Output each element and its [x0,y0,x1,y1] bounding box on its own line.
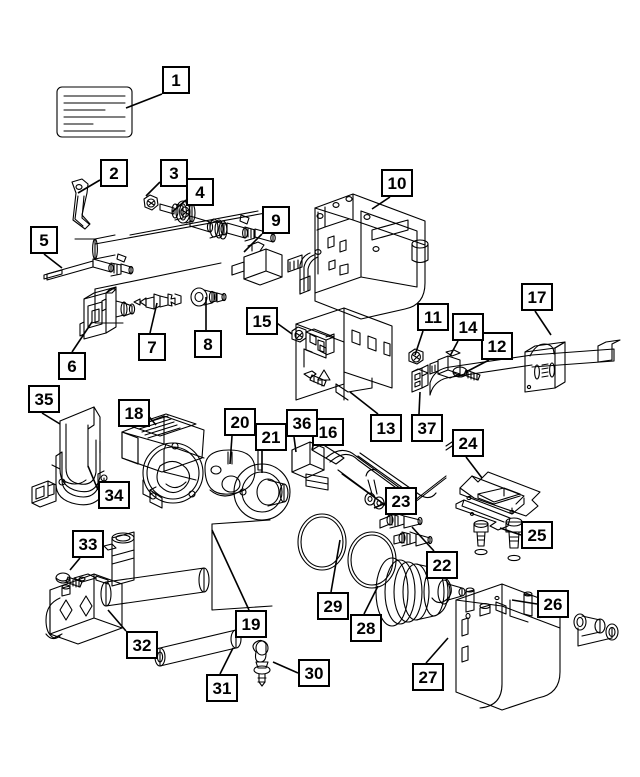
part-8-check-valve [190,287,227,307]
callout-17-air-intake-resonator[interactable]: 17 [521,283,553,311]
callout-3-nut[interactable]: 3 [160,159,188,187]
part-30-push-pin [252,639,271,687]
column-bracket-outline [94,262,222,324]
part-27-lower-case [455,583,561,711]
callout-33-screw-fastener[interactable]: 33 [72,530,104,558]
callout-30-push-pin-retainer[interactable]: 30 [298,659,330,687]
part-5-cable [43,269,63,280]
part-15-nut [291,326,307,343]
callout-20-blower-motor-cover-plate[interactable]: 20 [224,408,256,436]
shaft-main-tube [189,214,276,243]
callout-4-shaft-coupling[interactable]: 4 [186,178,214,206]
part-25-strap [455,499,511,531]
callout-10-heater-hvac-housing-module[interactable]: 10 [381,169,413,197]
callout-24-top-cover-plate[interactable]: 24 [452,429,484,457]
callout-32-heater-core-housing[interactable]: 32 [126,631,158,659]
callout-14-vacuum-actuator-clip[interactable]: 14 [452,313,484,341]
callout-2-mounting-bracket[interactable]: 2 [100,159,128,187]
callout-15-nut-fastener[interactable]: 15 [246,307,278,335]
part-13-support-bracket [295,307,393,401]
callout-31-drain-tube[interactable]: 31 [206,674,238,702]
callout-18-blower-motor-and-wheel[interactable]: 18 [118,399,150,427]
callout-29-o-ring-seal[interactable]: 29 [317,592,349,620]
callout-26-seal-grommet-set[interactable]: 26 [537,590,569,618]
part-14-actuator-clip [429,349,461,379]
part-24-cover-plate [459,471,541,517]
part-37-hose-clip [411,364,429,393]
callout-7-vacuum-fitting[interactable]: 7 [138,333,166,361]
callout-34-blower-motor-strap[interactable]: 34 [98,481,130,509]
callout-12-screw[interactable]: 12 [481,332,513,360]
callout-28-flexible-bellows-boot[interactable]: 28 [350,614,382,642]
callout-22-refrigerant-line-fitting[interactable]: 22 [426,551,458,579]
part-36-vacuum-solenoid [291,441,329,491]
callout-9-wiring-connector[interactable]: 9 [262,206,290,234]
part-17-resonator [429,339,621,396]
callout-13-support-bracket[interactable]: 13 [370,414,402,442]
callout-5-control-cable[interactable]: 5 [30,226,58,254]
callout-27-lower-heater-case[interactable]: 27 [412,663,444,691]
callout-11-retainer-nut[interactable]: 11 [417,303,449,331]
callout-35-recirculation-door-housing[interactable]: 35 [28,385,60,413]
callout-37-hose-clip[interactable]: 37 [411,414,443,442]
callout-1-instruction-label-decal[interactable]: 1 [162,66,190,94]
callout-8-vacuum-check-valve[interactable]: 8 [194,330,222,358]
callout-23-pressure-switch-harness[interactable]: 23 [385,487,417,515]
part-7-fitting [133,293,182,310]
callout-6-blower-motor-resistor-connector[interactable]: 6 [58,352,86,380]
callout-19-air-duct-hose[interactable]: 19 [235,610,267,638]
callout-21-evaporator-expansion-valve[interactable]: 21 [255,423,287,451]
callout-36-vacuum-solenoid[interactable]: 36 [286,409,318,437]
part-20-cover-plate [204,449,256,497]
part-1-label-decal [56,86,133,138]
part-33-screw [55,572,83,588]
part-10-hvac-housing [287,193,429,320]
callout-25-mounting-strap[interactable]: 25 [521,521,553,549]
